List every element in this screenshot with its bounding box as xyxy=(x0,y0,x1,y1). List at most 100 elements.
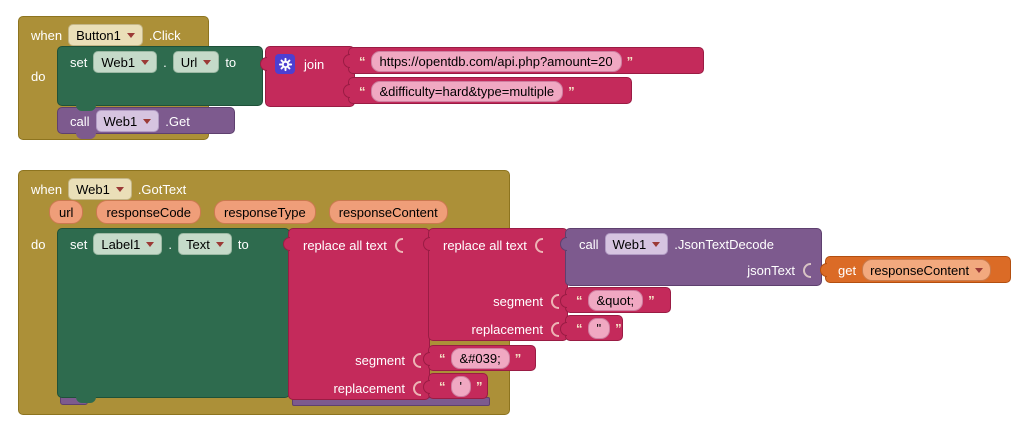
chevron-down-icon xyxy=(203,59,212,65)
dot-separator: . xyxy=(168,236,173,252)
param-chip-url[interactable]: url xyxy=(49,200,84,224)
close-quote: ” xyxy=(475,379,483,394)
string-field[interactable]: ' xyxy=(450,376,471,397)
open-quote: “ xyxy=(439,379,446,394)
event-name: .GotText xyxy=(137,181,187,197)
param-chip-responsetype[interactable]: responseType xyxy=(214,200,316,224)
close-quote: ” xyxy=(615,321,622,336)
chevron-down-icon xyxy=(115,186,124,192)
property-dropdown-url[interactable]: Url xyxy=(172,51,220,73)
statement-notch xyxy=(76,104,96,111)
param-chip-responsecode[interactable]: responseCode xyxy=(96,200,202,224)
to-label: to xyxy=(225,54,237,70)
value-plug xyxy=(560,294,567,308)
set-web1-url-block[interactable]: set Web1 . Url to xyxy=(57,46,263,111)
statement-notch xyxy=(76,132,96,139)
open-quote: “ xyxy=(359,53,366,69)
when-keyword: when xyxy=(31,181,63,197)
string-field[interactable]: &quot; xyxy=(587,290,644,311)
chevron-down-icon xyxy=(652,241,661,247)
value-plug xyxy=(283,237,290,251)
value-plug xyxy=(560,237,567,251)
chevron-down-icon xyxy=(141,59,150,65)
replace-all-text-block-inner[interactable]: replace all text segment replacement xyxy=(423,228,568,341)
replace-all-text-block-outer[interactable]: replace all text segment replacement xyxy=(283,228,430,400)
call-keyword: call xyxy=(579,236,599,252)
text-string-block-replacement-outer[interactable]: “ ' ” xyxy=(423,373,488,399)
method-name: .Get xyxy=(165,113,190,129)
chevron-down-icon xyxy=(126,32,135,38)
chevron-down-icon xyxy=(146,241,155,247)
value-plug xyxy=(260,57,267,71)
value-socket xyxy=(394,237,403,253)
param-chip-responsecontent[interactable]: responseContent xyxy=(328,200,448,224)
value-plug xyxy=(820,263,827,277)
do-label: do xyxy=(31,237,46,252)
segment-label: segment xyxy=(355,352,405,368)
set-keyword: set xyxy=(70,54,88,70)
call-web1-jsontextdecode-block[interactable]: call Web1 .JsonTextDecode jsonText xyxy=(560,228,822,286)
text-string-block-url-part2[interactable]: “ &difficulty=hard&type=multiple ” xyxy=(343,77,632,104)
close-quote: ” xyxy=(648,293,655,308)
text-string-block-url-part1[interactable]: “ https://opentdb.com/api.php?amount=20 … xyxy=(343,47,704,74)
to-label: to xyxy=(237,236,249,252)
value-socket xyxy=(551,293,559,309)
replacement-label: replacement xyxy=(333,380,405,396)
chevron-down-icon xyxy=(215,241,224,247)
statement-notch xyxy=(76,396,96,403)
value-plug xyxy=(423,380,430,394)
replacement-label: replacement xyxy=(471,321,543,337)
method-name: .JsonTextDecode xyxy=(674,236,774,252)
segment-label: segment xyxy=(493,293,543,309)
jsontext-param-label: jsonText xyxy=(747,262,795,278)
set-keyword: set xyxy=(70,236,88,252)
string-field[interactable]: &#039; xyxy=(450,348,510,369)
component-dropdown-button1[interactable]: Button1 xyxy=(68,24,143,46)
call-keyword: call xyxy=(70,113,90,129)
set-label1-text-block[interactable]: set Label1 . Text to xyxy=(57,228,290,403)
replace-all-text-label: replace all text xyxy=(443,237,527,253)
text-string-block-segment-outer[interactable]: “ &#039; ” xyxy=(423,345,536,371)
value-socket xyxy=(413,380,421,396)
string-field[interactable]: https://opentdb.com/api.php?amount=20 xyxy=(370,50,622,72)
event-name: .Click xyxy=(148,27,181,43)
chevron-down-icon xyxy=(143,118,152,124)
join-text-block[interactable]: join xyxy=(260,46,355,107)
do-label: do xyxy=(31,69,46,84)
property-dropdown-text[interactable]: Text xyxy=(178,233,232,255)
component-dropdown-web1[interactable]: Web1 xyxy=(604,233,669,255)
component-dropdown-label1[interactable]: Label1 xyxy=(93,233,163,255)
value-plug xyxy=(343,84,350,98)
chevron-down-icon xyxy=(975,267,984,273)
open-quote: “ xyxy=(439,351,446,366)
text-string-block-replacement-inner[interactable]: “ " ” xyxy=(560,315,623,341)
get-keyword: get xyxy=(838,262,857,278)
value-plug xyxy=(343,54,350,68)
component-dropdown-web1[interactable]: Web1 xyxy=(68,178,132,200)
close-quote: ” xyxy=(514,351,522,366)
variable-dropdown-responsecontent[interactable]: responseContent xyxy=(862,259,992,281)
close-quote: ” xyxy=(568,83,575,99)
when-keyword: when xyxy=(31,27,63,43)
string-field[interactable]: &difficulty=hard&type=multiple xyxy=(370,80,564,102)
value-plug xyxy=(560,322,567,336)
value-socket xyxy=(413,352,421,368)
get-responsecontent-block[interactable]: get responseContent xyxy=(820,256,1011,283)
call-web1-get-block[interactable]: call Web1 .Get xyxy=(57,107,235,139)
component-dropdown-web1[interactable]: Web1 xyxy=(93,51,158,73)
value-plug xyxy=(423,352,430,366)
value-socket xyxy=(534,237,543,253)
value-plug xyxy=(423,237,430,251)
replace-all-text-label: replace all text xyxy=(303,237,387,253)
value-socket xyxy=(803,262,811,278)
mutator-gear-icon[interactable] xyxy=(275,54,295,74)
string-field[interactable]: " xyxy=(587,318,611,339)
close-quote: ” xyxy=(626,53,634,69)
component-dropdown-web1[interactable]: Web1 xyxy=(95,110,160,132)
open-quote: “ xyxy=(359,83,366,99)
join-label: join xyxy=(304,56,325,72)
open-quote: “ xyxy=(576,321,583,336)
text-string-block-segment-inner[interactable]: “ &quot; ” xyxy=(560,287,671,313)
value-socket xyxy=(551,321,559,337)
